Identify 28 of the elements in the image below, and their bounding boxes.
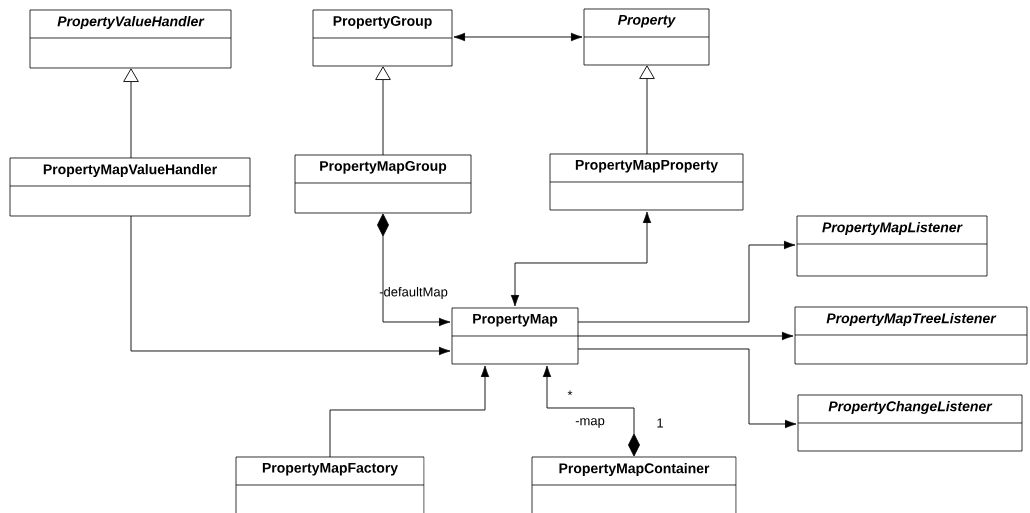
class-box: PropertyMapContainer bbox=[531, 456, 737, 513]
arrow bbox=[510, 211, 652, 307]
arrow bbox=[542, 365, 640, 457]
arrow bbox=[329, 365, 490, 458]
arrow bbox=[377, 213, 451, 327]
class-box: PropertyMapTreeListener bbox=[794, 306, 1028, 365]
class-box: PropertyValueHandler bbox=[29, 9, 232, 69]
arrow bbox=[375, 66, 391, 156]
class-box: PropertyChangeListener bbox=[797, 394, 1023, 452]
multiplicity-label: * bbox=[567, 390, 573, 396]
class-box: PropertyMapFactory bbox=[235, 456, 425, 513]
multiplicity-label: 1 bbox=[657, 418, 663, 428]
class-box: PropertyMapListener bbox=[796, 215, 988, 277]
arrow bbox=[577, 331, 794, 341]
arrow bbox=[123, 68, 139, 159]
class-box: PropertyMapProperty bbox=[549, 153, 744, 211]
arrow bbox=[577, 240, 796, 323]
class-box: Property bbox=[583, 8, 710, 66]
arrow bbox=[577, 348, 797, 429]
class-box: PropertyMapGroup bbox=[294, 154, 472, 214]
class-box: PropertyMap bbox=[451, 307, 579, 365]
edge-label: -defaultMap bbox=[379, 286, 448, 300]
class-box: PropertyMapValueHandler bbox=[9, 157, 251, 217]
class-box: PropertyGroup bbox=[312, 9, 453, 67]
edge-label: -map bbox=[575, 418, 605, 428]
arrow bbox=[130, 215, 451, 356]
arrow bbox=[639, 65, 655, 155]
arrow bbox=[453, 32, 583, 42]
